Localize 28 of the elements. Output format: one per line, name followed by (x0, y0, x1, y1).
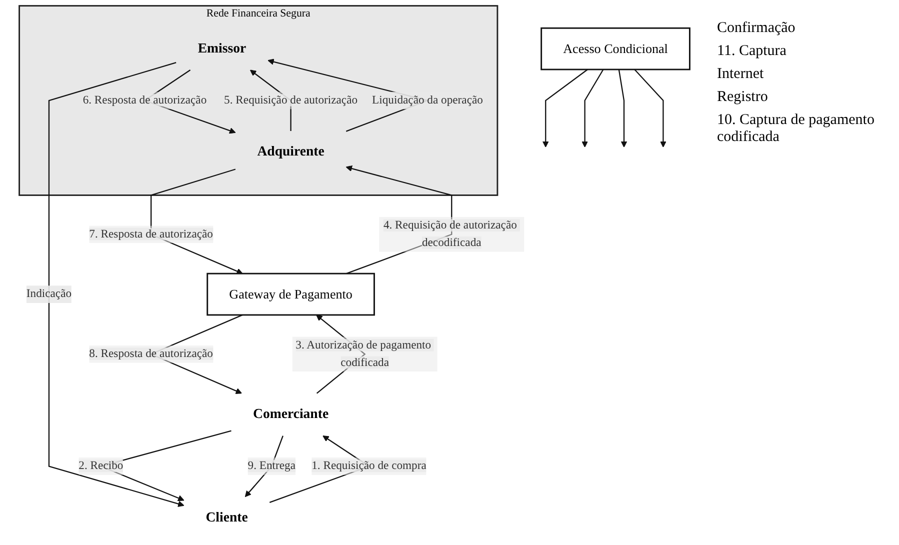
node-box: Acesso Condicional (540, 27, 690, 70)
note-label: Internet (717, 66, 765, 83)
arrow (618, 69, 628, 148)
edge-label: 1. Requisição de compra (312, 460, 426, 472)
edge-label: 4. Requisição de autorização decodificada (383, 219, 517, 249)
arrow (542, 69, 588, 148)
edge-label: 8. Resposta de autorização (89, 348, 213, 360)
arrow (150, 168, 243, 274)
node-text: Adquirente (257, 144, 324, 160)
edge-label: 6. Resposta de autorização (82, 94, 207, 106)
edge-label: 7. Resposta de autorização (89, 228, 213, 240)
node-text: Emissor (198, 40, 246, 56)
node-text: Comerciante (253, 406, 329, 422)
node-box: Gateway de Pagamento (206, 272, 375, 316)
edge-label: 3. Autorização de pagamento codificada (296, 338, 432, 369)
edge-label: Indicação (26, 288, 72, 300)
edge-label: 9. Entrega (248, 460, 296, 472)
edge-label: 5. Requisição de autorização (224, 94, 358, 106)
note-label: 11. Captura (717, 43, 788, 60)
edge-label: 2. Recibo (78, 460, 124, 472)
arrow (48, 62, 184, 507)
note-label: Registro (717, 89, 769, 106)
arrow (634, 69, 666, 148)
note-label: 10. Captura de pagamento codificada (717, 112, 876, 146)
edge-label: Liquidação da operação (372, 94, 483, 106)
note-label: Confirmação (717, 20, 796, 37)
node-text: Cliente (206, 510, 248, 526)
arrow (582, 69, 604, 148)
